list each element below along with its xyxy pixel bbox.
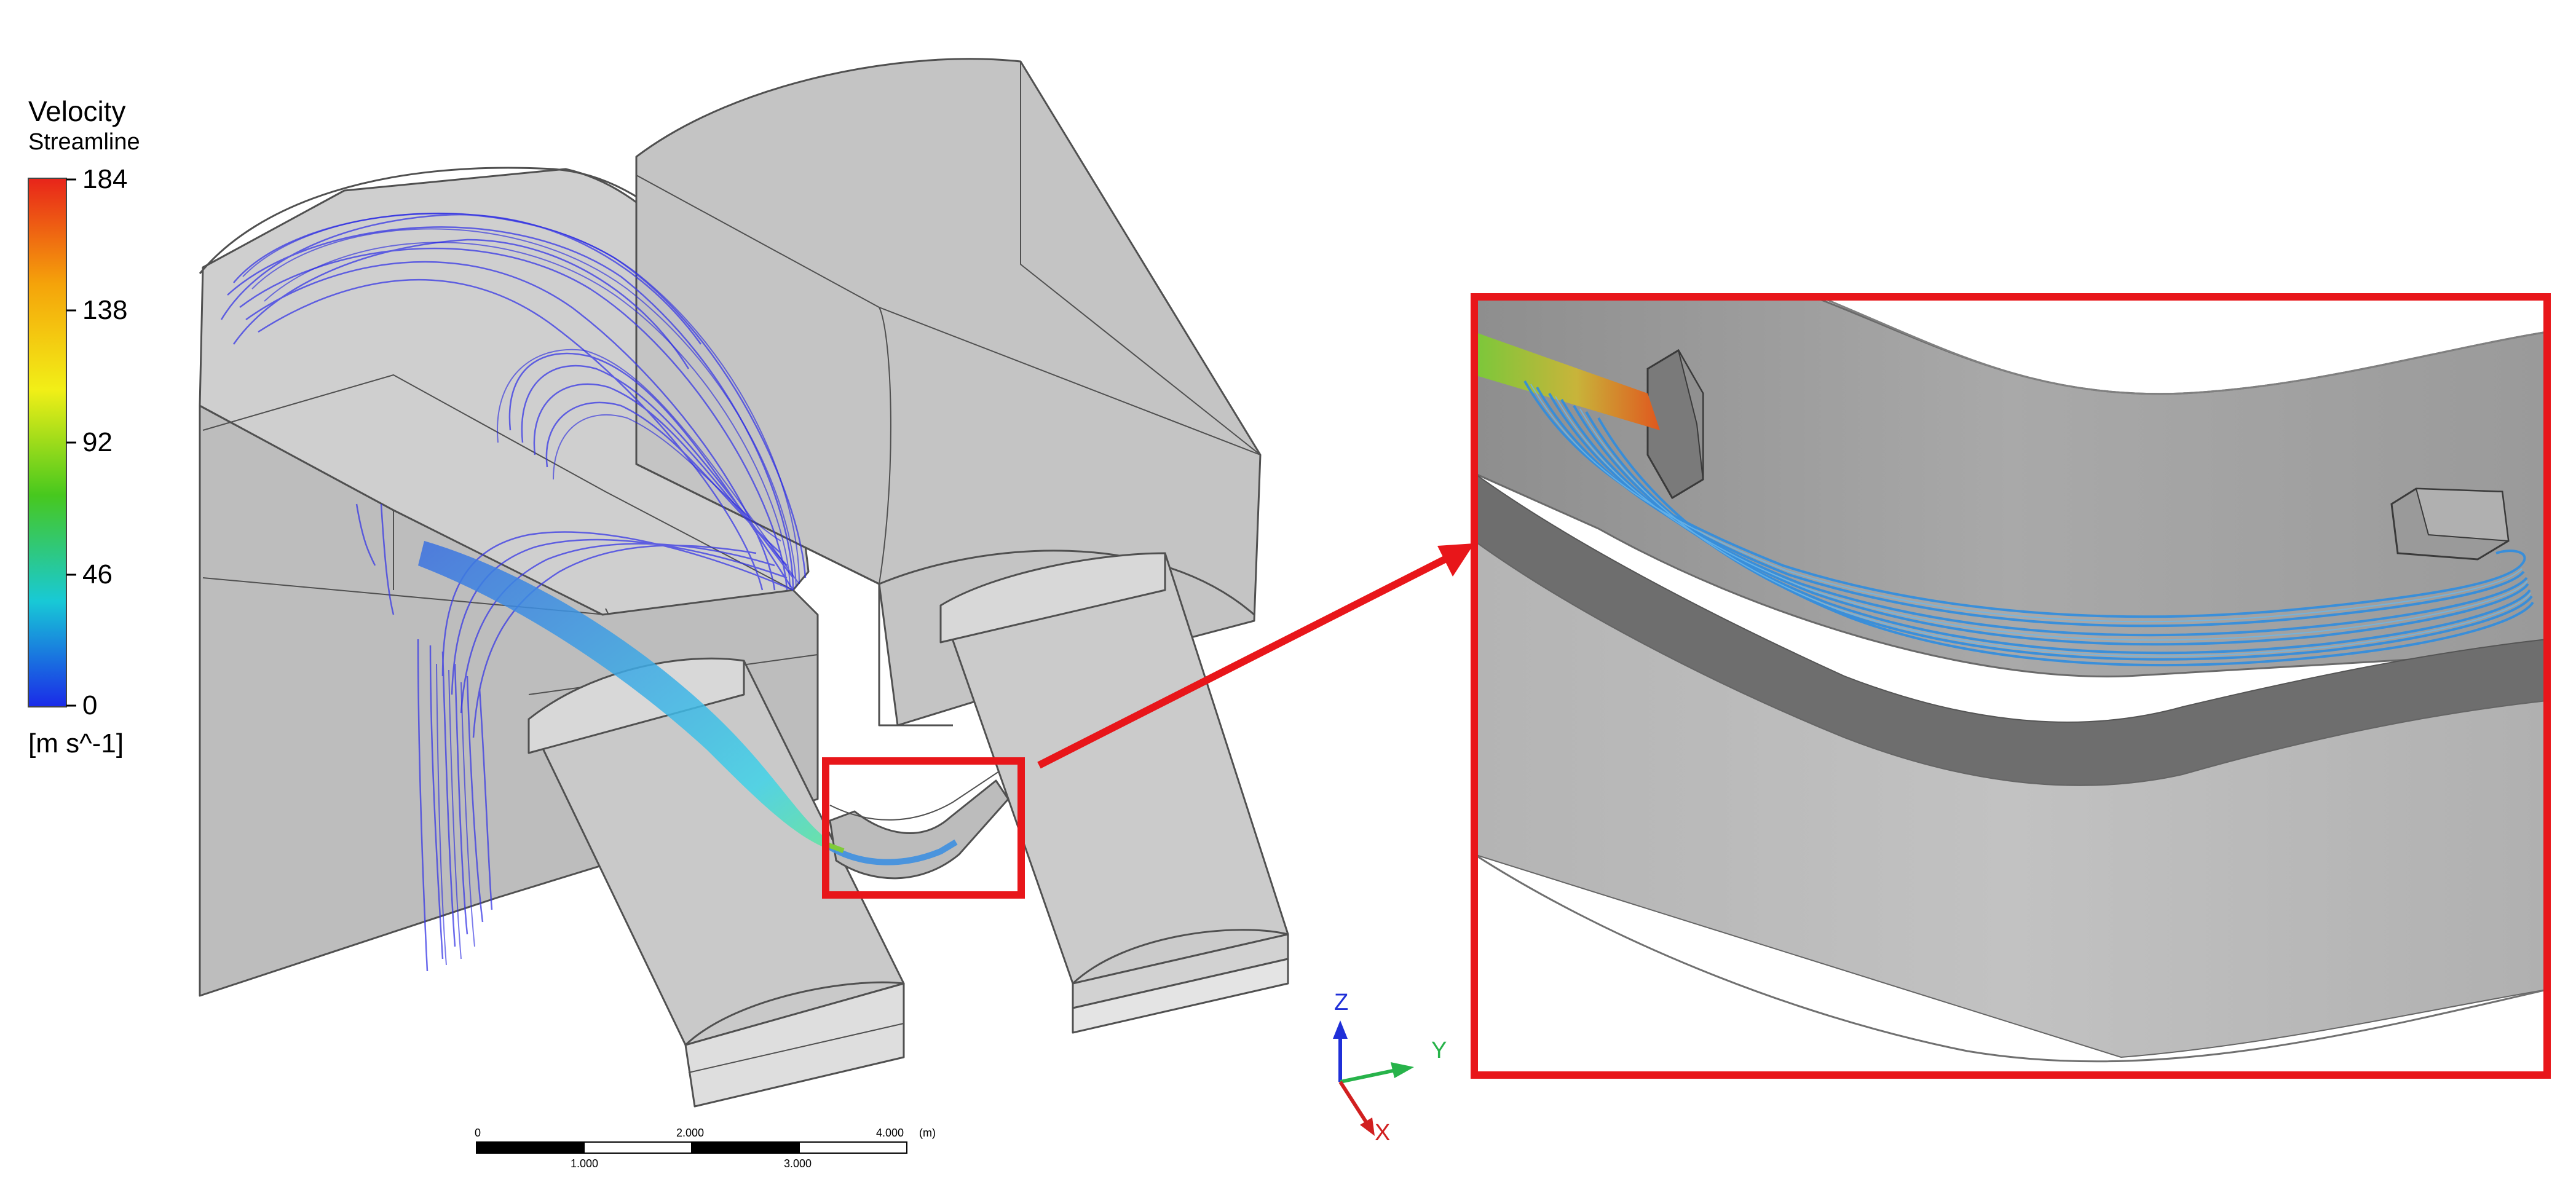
streamline-jet bbox=[418, 541, 836, 851]
scale-bar bbox=[476, 1141, 907, 1154]
scale-label-bottom: 3.000 bbox=[784, 1157, 812, 1170]
scale-label-unit: (m) bbox=[919, 1127, 936, 1139]
scale-label-bottom: 1.000 bbox=[571, 1157, 599, 1170]
y-axis-label: Y bbox=[1431, 1038, 1447, 1063]
legend-tick-marks bbox=[66, 178, 76, 707]
legend-subtitle: Streamline bbox=[28, 129, 140, 155]
channel-streamlines bbox=[825, 839, 958, 865]
legend-tick-label: 0 bbox=[82, 690, 98, 720]
legend-color-bar bbox=[28, 178, 67, 707]
y-axis bbox=[1340, 1068, 1399, 1084]
zoom-inset-frame bbox=[1471, 293, 2551, 1079]
axis-triad bbox=[1338, 1033, 1399, 1126]
z-axis-label: Z bbox=[1334, 990, 1349, 1015]
scale-label-top: 0 bbox=[475, 1127, 481, 1139]
zoom-inset bbox=[1474, 297, 2547, 1075]
legend-title: Velocity bbox=[28, 95, 126, 127]
y-axis-arrowhead bbox=[1391, 1062, 1414, 1078]
legend-tick-label: 46 bbox=[82, 559, 113, 589]
callout-source-box bbox=[822, 757, 1025, 899]
legend-tick-label: 184 bbox=[82, 164, 128, 194]
legend-tick-label: 138 bbox=[82, 295, 128, 325]
x-axis-label: X bbox=[1375, 1120, 1391, 1146]
scale-label-top: 4.000 bbox=[876, 1127, 904, 1139]
callout-arrowhead bbox=[1437, 543, 1474, 577]
z-axis-arrowhead bbox=[1333, 1020, 1348, 1039]
legend-tick-label: 92 bbox=[82, 427, 113, 457]
legend-unit: [m s^-1] bbox=[28, 728, 124, 759]
connecting-channel bbox=[829, 771, 1009, 880]
streamlines-recirculation bbox=[220, 213, 807, 972]
x-axis bbox=[1338, 1081, 1370, 1126]
right-outlet-ramp bbox=[939, 552, 1289, 1034]
streamlines-recirculation-dense bbox=[242, 212, 800, 966]
scale-label-top: 2.000 bbox=[676, 1127, 705, 1139]
callout-arrow-line bbox=[1037, 556, 1447, 769]
x-axis-arrowhead bbox=[1360, 1117, 1375, 1136]
